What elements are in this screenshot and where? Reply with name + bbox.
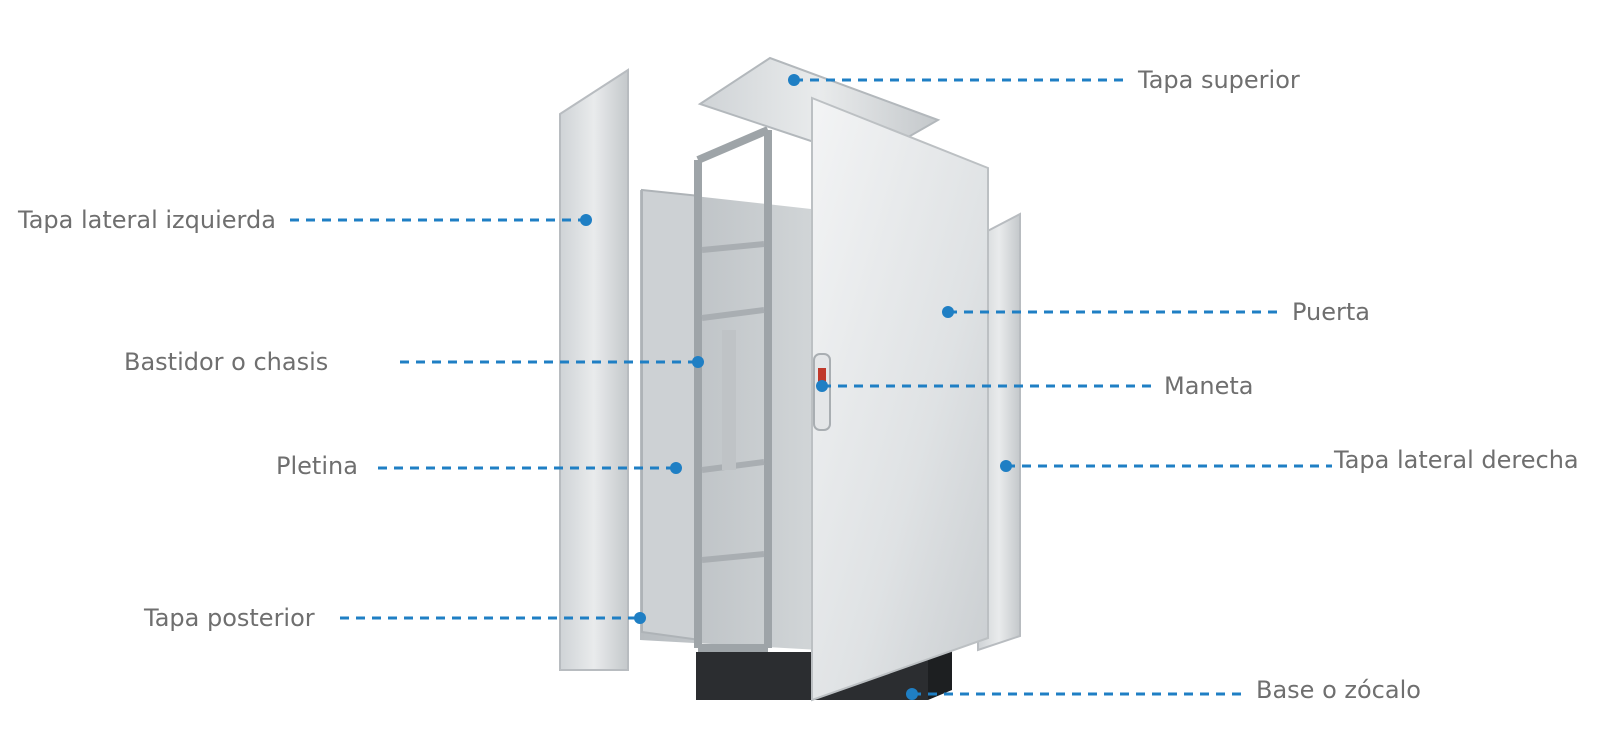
leader-dot-maneta [816,380,828,392]
label-maneta: Maneta [1164,372,1254,400]
leader-dot-tapa-lateral-derecha [1000,460,1012,472]
label-tapa-lateral-izquierda: Tapa lateral izquierda [18,206,276,234]
leader-dot-pletina [670,462,682,474]
chassis-frame [694,126,772,652]
mounting-rails [701,241,765,563]
mounting-plate [722,330,736,470]
leader-dot-bastidor [692,356,704,368]
leader-dot-tapa-lateral-izquierda [580,214,592,226]
leader-dot-tapa-posterior [634,612,646,624]
label-tapa-lateral-derecha: Tapa lateral derecha [1334,446,1579,474]
left-open-door [641,188,701,642]
label-tapa-posterior: Tapa posterior [144,604,315,632]
leader-lines [290,74,1332,700]
label-puerta: Puerta [1292,298,1371,326]
front-door [811,96,989,702]
label-bastidor: Bastidor o chasis [124,348,329,376]
label-pletina: Pletina [276,452,358,480]
label-tapa-superior: Tapa superior [1138,66,1300,94]
door-handle-lock [818,368,826,382]
label-base: Base o zócalo [1256,676,1421,704]
leader-dot-tapa-superior [788,74,800,86]
leader-dot-puerta [942,306,954,318]
left-side-panel [559,68,629,671]
leader-dot-base [906,688,918,700]
